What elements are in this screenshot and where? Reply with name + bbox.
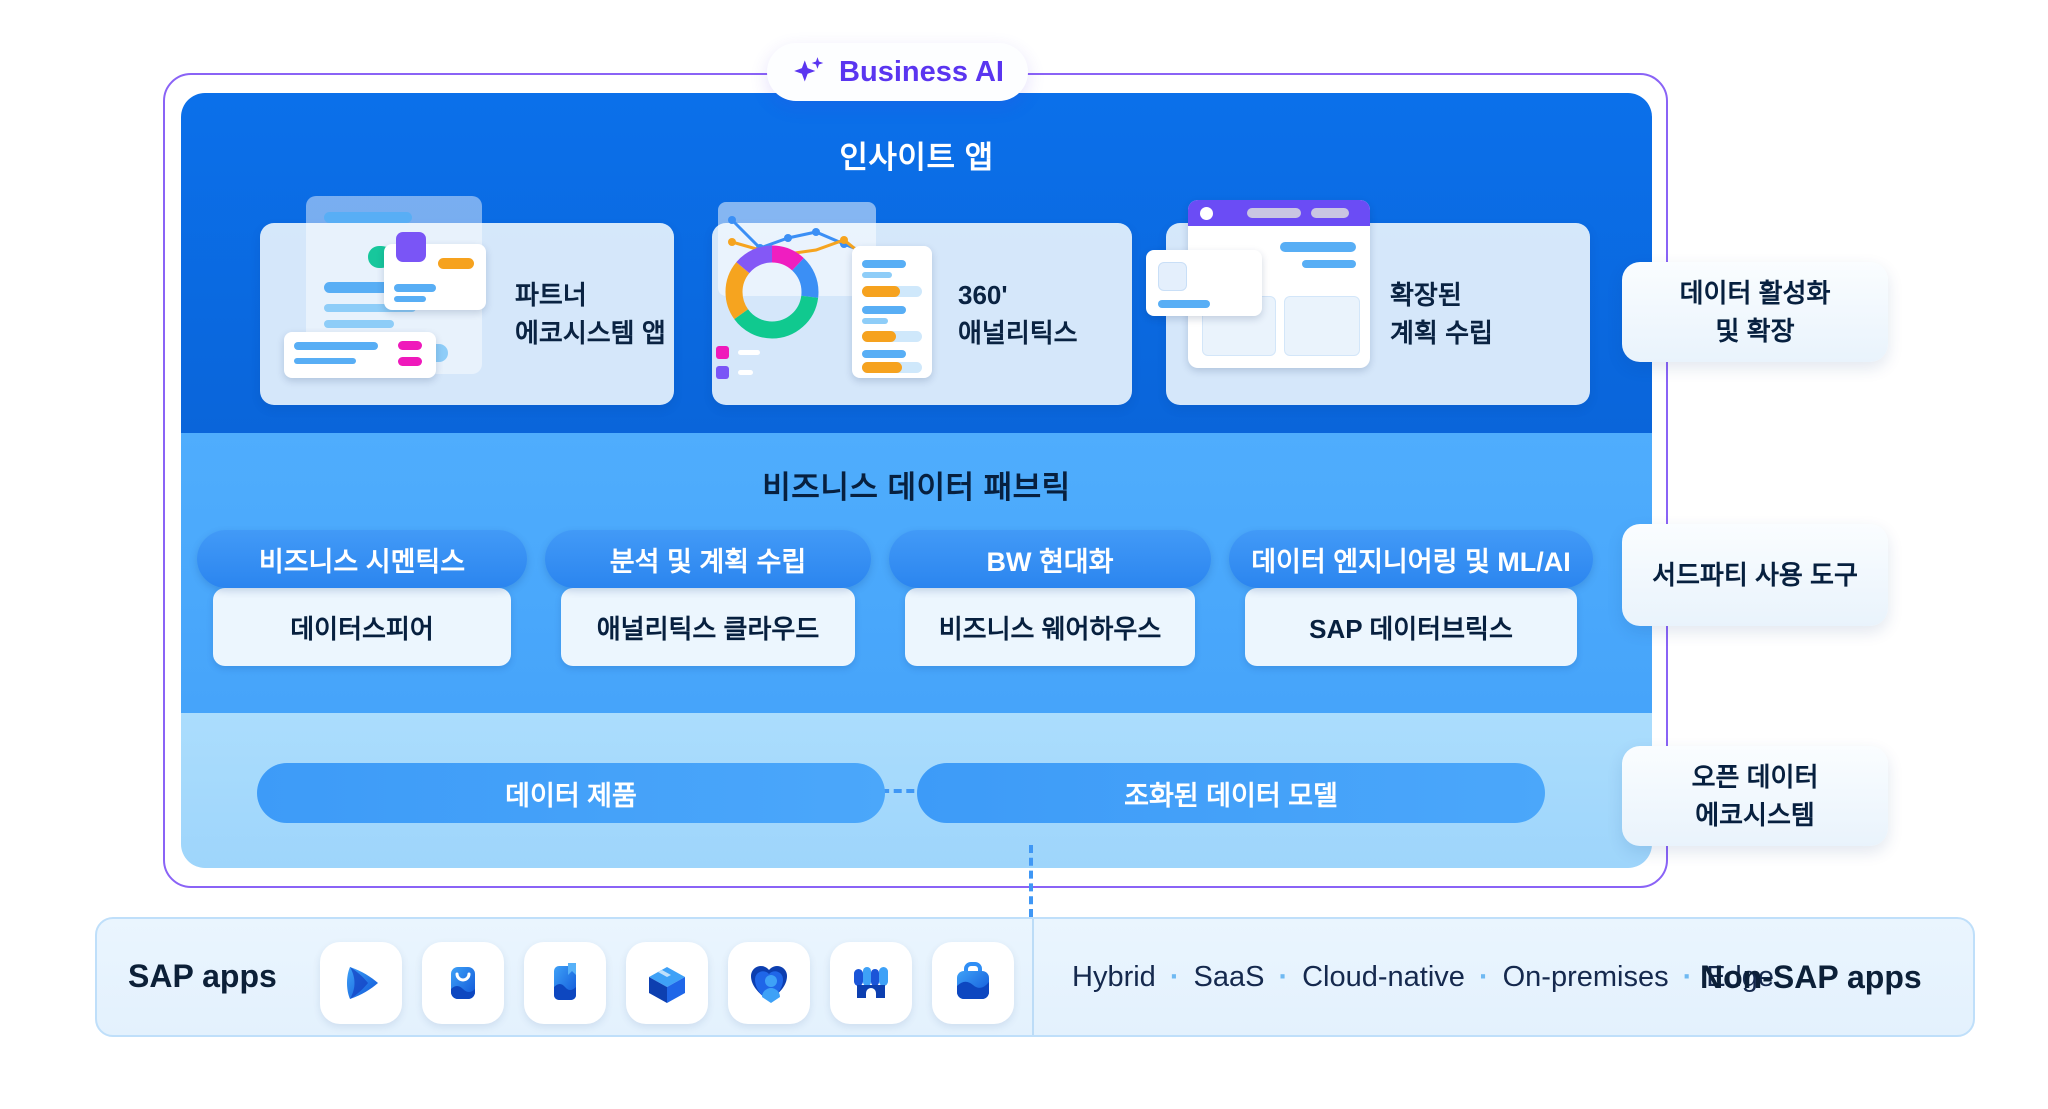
sap-apps-label: SAP apps — [128, 958, 277, 994]
apps-bottom-bar — [95, 917, 1975, 1037]
play-icon — [320, 942, 402, 1024]
app-card-label: 360' 애널리틱스 — [958, 280, 1078, 348]
deployment-mode: Cloud-native — [1302, 960, 1465, 993]
foundation-pill-harmonized-data-model: 조화된 데이터 모델 — [917, 763, 1545, 823]
side-label-open-data-ecosystem: 오픈 데이터 에코시스템 — [1622, 746, 1888, 846]
fabric-section-title: 비즈니스 데이터 패브릭 — [762, 470, 1071, 505]
briefcase-icon — [932, 942, 1014, 1024]
fabric-product-analytics-cloud: 애널리틱스 클라우드 — [561, 588, 855, 666]
non-sap-apps-label: Non-SAP apps — [1700, 958, 1922, 995]
pill-connector-dashed-line — [856, 789, 952, 793]
fabric-pill-data-engineering-mlai: 데이터 엔지니어링 및 ML/AI — [1229, 530, 1593, 588]
bottom-bar-divider — [1032, 919, 1034, 1035]
cube-icon — [626, 942, 708, 1024]
fabric-pill-bw-modernization: BW 현대화 — [889, 530, 1211, 588]
dot-separator: · — [1169, 960, 1180, 993]
donut-chart-graphic — [725, 245, 819, 339]
shopping-bag-icon — [422, 942, 504, 1024]
dot-separator: · — [1682, 960, 1693, 993]
side-label-third-party-tools: 서드파티 사용 도구 — [1622, 524, 1888, 626]
fabric-product-sap-databricks: SAP 데이터브릭스 — [1245, 588, 1577, 666]
deployment-mode: SaaS — [1193, 960, 1265, 993]
heart-people-icon — [728, 942, 810, 1024]
app-card-label: 파트너 에코시스템 앱 — [515, 280, 666, 348]
bottom-connector-dashed-line — [1029, 845, 1033, 917]
deployment-mode: On-premises — [1502, 960, 1669, 993]
fabric-product-datasphere: 데이터스피어 — [213, 588, 511, 666]
deployment-modes: Hybrid · SaaS · Cloud-native · On-premis… — [1072, 917, 1952, 1037]
dot-separator: · — [1278, 960, 1289, 993]
foundation-pill-data-products: 데이터 제품 — [257, 763, 885, 823]
fabric-pill-business-semantics: 비즈니스 시멘틱스 — [197, 530, 527, 588]
book-icon — [524, 942, 606, 1024]
insight-section-title: 인사이트 앱 — [839, 140, 994, 175]
fabric-product-business-warehouse: 비즈니스 웨어하우스 — [905, 588, 1195, 666]
deployment-mode: Edge — [1706, 960, 1775, 993]
side-label-data-activation: 데이터 활성화 및 확장 — [1622, 262, 1888, 362]
badge-label: Business AI — [839, 55, 1004, 88]
app-card-label: 확장된 계획 수립 — [1390, 280, 1493, 348]
business-ai-badge: Business AI — [767, 43, 1028, 101]
dot-separator: · — [1478, 960, 1489, 993]
storefront-icon — [830, 942, 912, 1024]
sparkle-icon — [791, 54, 827, 90]
deployment-mode: Hybrid — [1072, 960, 1156, 993]
fabric-pill-analysis-planning: 분석 및 계획 수립 — [545, 530, 871, 588]
